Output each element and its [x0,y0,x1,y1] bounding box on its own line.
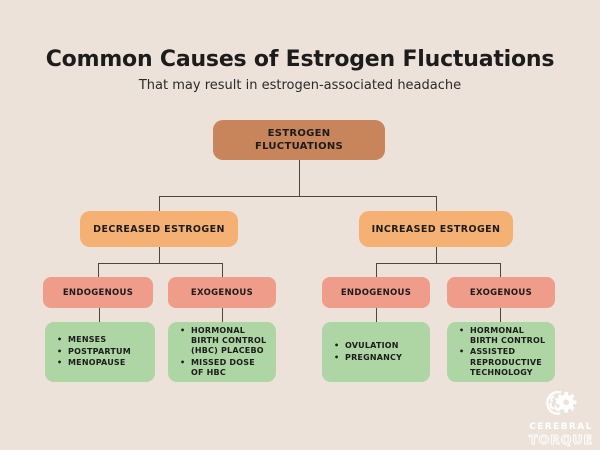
connector-line [436,247,437,263]
leaf-endogenous-decreased-causes: MENSESPOSTPARTUMMENOPAUSE [45,322,155,382]
page-subtitle: That may result in estrogen-associated h… [138,78,462,93]
connector-line [299,160,300,196]
connector-line [436,196,437,211]
list-item: HORMONAL BIRTH CONTROL [459,326,549,347]
connector-line [159,247,160,263]
node-decreased-estrogen: DECREASED ESTROGEN [80,211,238,247]
brain-gear-icon [546,390,577,415]
node-estrogen-fluctuations: ESTROGEN FLUCTUATIONS [213,120,385,160]
list-item: HORMONAL BIRTH CONTROL (HBC) PLACEBO [180,326,270,357]
leaf-exogenous-increased-causes: HORMONAL BIRTH CONTROLASSISTED REPRODUCT… [447,322,555,382]
node-endogenous-decreased: ENDOGENOUS [43,277,153,308]
list-item: PREGNANCY [334,353,424,364]
connector-line [222,308,223,322]
node-label: EXOGENOUS [190,287,254,298]
node-endogenous-increased: ENDOGENOUS [322,277,430,308]
node-exogenous-increased: EXOGENOUS [447,277,555,308]
connector-line [376,308,377,322]
node-exogenous-decreased: EXOGENOUS [168,277,276,308]
list-item: POSTPARTUM [57,347,149,358]
list-item: MISSED DOSE OF HBC [180,358,270,379]
node-label: ENDOGENOUS [62,287,134,298]
cause-list: MENSESPOSTPARTUMMENOPAUSE [45,329,155,374]
list-item: MENOPAUSE [57,358,149,369]
list-item: ASSISTED REPRODUCTIVE TECHNOLOGY [459,347,549,378]
page-title: Common Causes of Estrogen Fluctuations [45,47,555,72]
leaf-exogenous-decreased-causes: HORMONAL BIRTH CONTROL (HBC) PLACEBOMISS… [168,322,276,382]
node-label: ESTROGEN FLUCTUATIONS [254,127,344,153]
connector-line [98,263,99,277]
cause-list: HORMONAL BIRTH CONTROL (HBC) PLACEBOMISS… [168,320,276,385]
connector-line [159,196,160,211]
leaf-endogenous-increased-causes: OVULATIONPREGNANCY [322,322,430,382]
list-item: OVULATION [334,341,424,352]
cause-list: OVULATIONPREGNANCY [322,335,430,369]
cause-list: HORMONAL BIRTH CONTROLASSISTED REPRODUCT… [447,320,555,385]
connector-line [376,263,501,264]
node-label: INCREASED ESTROGEN [371,223,501,235]
node-label: ENDOGENOUS [340,287,412,298]
connector-line [500,308,501,322]
node-increased-estrogen: INCREASED ESTROGEN [359,211,513,247]
connector-line [98,263,223,264]
connector-line [500,263,501,277]
cerebral-torque-logo: CEREBRAL TORQUE [526,387,596,447]
node-label: EXOGENOUS [469,287,533,298]
connector-line [159,196,437,197]
connector-line [222,263,223,277]
connector-line [376,263,377,277]
logo-name-cerebral: CEREBRAL [529,422,593,432]
logo-name-torque: TORQUE [528,432,594,448]
list-item: MENSES [57,335,149,346]
connector-line [99,308,100,322]
node-label: DECREASED ESTROGEN [93,223,225,235]
